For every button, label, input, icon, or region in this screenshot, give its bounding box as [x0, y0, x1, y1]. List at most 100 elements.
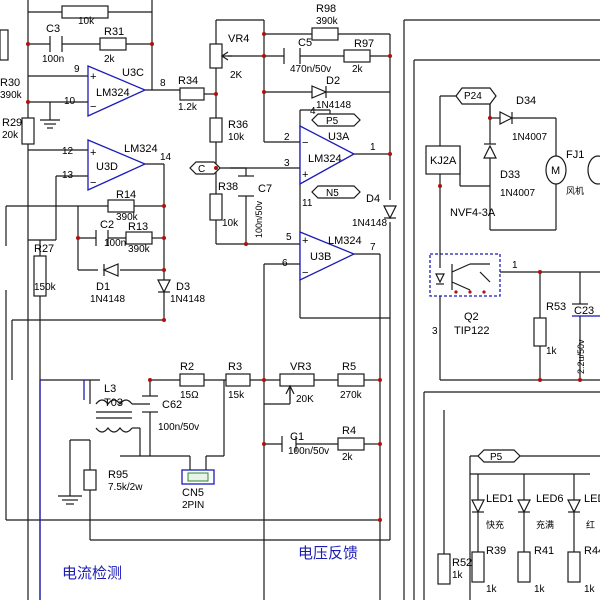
c62-ref: C62 [162, 399, 182, 411]
ground-symbol-top [40, 116, 60, 129]
r38-value: 10k [222, 218, 239, 229]
r95-value: 7.5k/2w [108, 482, 143, 493]
u3b-plus: + [302, 235, 308, 247]
r98-value: 390k [316, 16, 339, 27]
d34-value: 1N4007 [512, 132, 547, 143]
u3a-plus: + [302, 169, 308, 181]
fan-label: 风机 [566, 185, 584, 196]
opamp-u3a: 2 3 1 4 11 U3A LM324 − + [284, 106, 376, 209]
c3-ref: C3 [46, 23, 60, 35]
u3c-minus: − [90, 101, 96, 113]
relay-value: NVF4-3A [450, 207, 496, 219]
relay-kj2a: KJ2A NVF4-3A [425, 145, 496, 219]
u3a-minus: − [302, 137, 308, 149]
resistor-r95 [83, 469, 97, 491]
c23-ref: C23 [574, 305, 594, 317]
opamp-u3b: 5 6 7 LM324 U3B + − [282, 231, 376, 282]
c1-ref: C1 [290, 431, 304, 443]
connector-cn5: CN5 2PIN [181, 469, 215, 511]
c1-value: 100n/50v [288, 446, 329, 457]
u3b-minus: − [302, 267, 308, 279]
diode-d33: D33 1N4007 [483, 143, 535, 199]
resistor-10k-top [61, 5, 109, 19]
r30-ref: R30 [0, 77, 20, 89]
r31-value: 2k [104, 54, 116, 65]
resistor-10k-top-value: 10k [78, 16, 95, 27]
resistor-r98 [311, 27, 339, 41]
r38-ref: R38 [218, 181, 238, 193]
resistor-r29 [21, 117, 35, 145]
r34-ref: R34 [178, 75, 198, 87]
fan-fj1: M FJ1 风机 [545, 149, 600, 196]
u3c-pin-8: 8 [160, 78, 166, 89]
opamp-u3c: 9 10 8 U3C LM324 + − [64, 64, 166, 118]
u3a-ref: U3A [328, 131, 350, 143]
r13-ref: R13 [128, 221, 148, 233]
vr3-ref: VR3 [290, 361, 311, 373]
r31-ref: R31 [104, 26, 124, 38]
u3c-ref: U3C [122, 67, 144, 79]
resistor-r44 [567, 551, 581, 583]
svg-text:C: C [198, 164, 205, 175]
blue-wires [39, 380, 85, 600]
capacitor-c5: C5 470n/50v [283, 37, 331, 75]
u3a-part: LM324 [308, 153, 342, 165]
label-current-detect: 电流检测 [62, 564, 122, 582]
resistor-r38 [209, 193, 223, 221]
u3d-ref: U3D [96, 161, 118, 173]
resistor-r3 [225, 373, 251, 387]
c7-value: 100n/50v [254, 200, 264, 238]
u3c-plus: + [90, 71, 96, 83]
r30-value: 390k [0, 90, 23, 101]
u3b-pin-5: 5 [286, 232, 292, 243]
c23-value: 2.2u/50v [576, 339, 586, 374]
diode-d1: D1 1N4148 [90, 263, 125, 305]
capacitors: C3 100n C5 470n/50v C7 100n/50v C2 100n … [42, 23, 600, 457]
resistor-r41 [517, 551, 531, 583]
u3a-pin-11: 11 [302, 198, 313, 209]
r34-value: 1.2k [178, 102, 198, 113]
r97-value: 2k [352, 64, 364, 75]
u3d-pin-14: 14 [160, 152, 172, 163]
cn5-ref: CN5 [182, 487, 204, 499]
r39-ref: R39 [486, 545, 506, 557]
u3d-pin-12: 12 [62, 146, 74, 157]
r52-ref: R52 [452, 557, 472, 569]
r44-value: 1k [584, 584, 596, 595]
junction-dots [26, 32, 582, 522]
svg-text:N5: N5 [326, 188, 339, 199]
u3d-minus: − [90, 177, 96, 189]
u3d-pin-13: 13 [62, 170, 74, 181]
port-p24: P24 [455, 87, 497, 105]
d33-value: 1N4007 [500, 188, 535, 199]
vr3-value: 20K [296, 394, 314, 405]
resistor-r4 [337, 437, 365, 451]
r39-value: 1k [486, 584, 498, 595]
r5-ref: R5 [342, 361, 356, 373]
u3c-part: LM324 [96, 87, 130, 99]
r2-ref: R2 [180, 361, 194, 373]
d1-value: 1N4148 [90, 294, 125, 305]
c5-value: 470n/50v [290, 64, 331, 75]
resistor-r52 [437, 553, 451, 585]
u3a-pin-4: 4 [310, 106, 316, 117]
ground-symbol-bottom [58, 495, 82, 505]
svg-text:P5: P5 [490, 452, 503, 463]
d2-value: 1N4148 [316, 100, 351, 111]
q2-value: TIP122 [454, 325, 489, 337]
u3a-pin-2: 2 [284, 132, 290, 143]
r4-value: 2k [342, 452, 354, 463]
r29-ref: R29 [2, 117, 22, 129]
led-1: LED1 快充 [471, 493, 514, 530]
diode-d4: D4 1N4148 [352, 193, 397, 229]
d1-ref: D1 [96, 281, 110, 293]
capacitor-c7: C7 100n/50v [238, 175, 272, 238]
r3-ref: R3 [228, 361, 242, 373]
r44-ref: R44 [584, 545, 600, 557]
d4-ref: D4 [366, 193, 380, 205]
r27-value: 150k [34, 282, 57, 293]
capacitor-c1: C1 100n/50v [281, 431, 329, 457]
diode-d2: D2 1N4148 [311, 75, 351, 111]
